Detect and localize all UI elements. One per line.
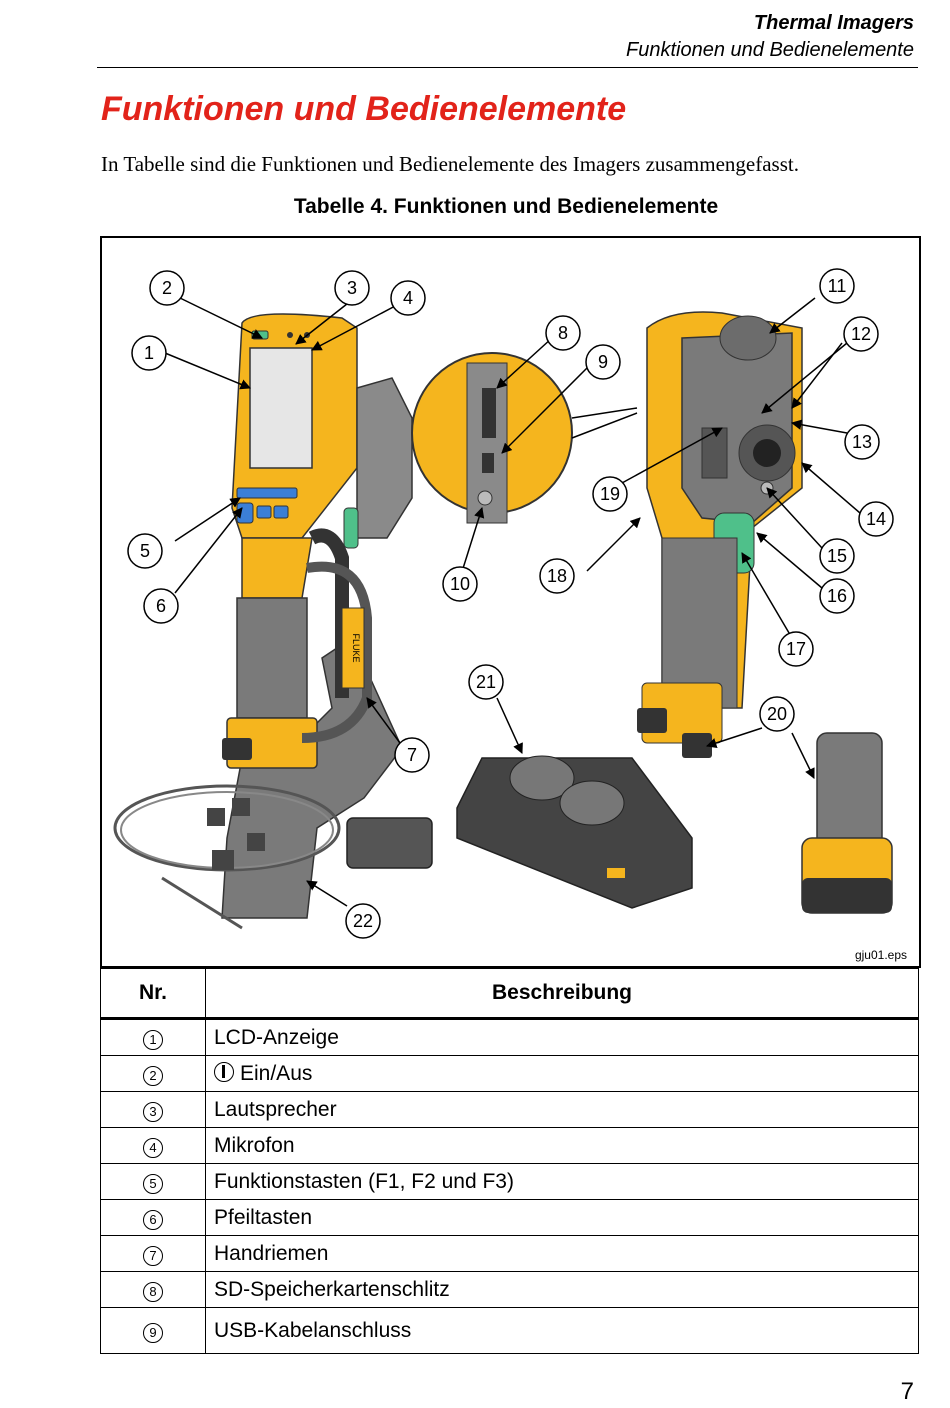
product-illustration: FLUKE <box>113 268 894 939</box>
table-row: 7 Handriemen <box>100 1235 919 1272</box>
table-row: 9 USB-Kabelanschluss <box>100 1307 919 1354</box>
callout-6: 6 <box>143 588 179 624</box>
svg-text:1: 1 <box>144 343 154 363</box>
item-description: Ein/Aus <box>240 1061 313 1085</box>
callout-8: 8 <box>545 315 581 351</box>
running-header-subtitle: Funktionen und Bedienelemente <box>626 39 914 61</box>
callout-18: 18 <box>539 558 575 594</box>
column-header-nr: Nr. <box>100 966 206 1020</box>
svg-text:22: 22 <box>353 911 373 931</box>
callout-19: 19 <box>592 476 628 512</box>
features-table: Nr. Beschreibung 1 LCD-Anzeige 2 Ein/Aus… <box>100 966 919 1354</box>
svg-text:17: 17 <box>786 639 806 659</box>
table-row: 6 Pfeiltasten <box>100 1199 919 1236</box>
callout-14: 14 <box>858 501 894 537</box>
item-number: 7 <box>143 1245 163 1266</box>
callout-7: 7 <box>394 737 430 773</box>
svg-text:2: 2 <box>162 278 172 298</box>
item-description: Lautsprecher <box>205 1091 919 1128</box>
power-adapter-illustration <box>113 784 433 930</box>
svg-text:10: 10 <box>450 574 470 594</box>
battery-illustration <box>801 732 893 914</box>
section-heading: Funktionen und Bedienelemente <box>101 90 627 128</box>
svg-text:20: 20 <box>767 704 787 724</box>
table-row: 1 LCD-Anzeige <box>100 1018 919 1056</box>
table-row: 5 Funktionstasten (F1, F2 und F3) <box>100 1163 919 1200</box>
callout-11: 11 <box>819 268 855 304</box>
product-figure: FLUKE <box>100 236 921 968</box>
callout-17: 17 <box>778 631 814 667</box>
svg-text:9: 9 <box>598 352 608 372</box>
table-row: 8 SD-Speicherkartenschlitz <box>100 1271 919 1308</box>
item-number: 9 <box>143 1322 163 1343</box>
side-detail-illustration <box>411 352 638 524</box>
callout-1: 1 <box>131 335 167 371</box>
svg-text:16: 16 <box>827 586 847 606</box>
svg-text:15: 15 <box>827 546 847 566</box>
intro-paragraph: In Tabelle sind die Funktionen und Bedie… <box>101 152 799 176</box>
callout-22: 22 <box>345 903 381 939</box>
svg-text:7: 7 <box>407 745 417 765</box>
item-number: 2 <box>143 1065 163 1086</box>
svg-text:21: 21 <box>476 672 496 692</box>
running-header-title: Thermal Imagers <box>753 12 914 34</box>
brand-text: FLUKE <box>351 633 361 662</box>
header-rule <box>97 67 918 68</box>
svg-text:13: 13 <box>852 432 872 452</box>
item-description: Handriemen <box>205 1235 919 1272</box>
callout-21: 21 <box>468 664 504 700</box>
svg-text:11: 11 <box>828 276 847 296</box>
page-number: 7 <box>900 1378 914 1405</box>
item-description: Pfeiltasten <box>205 1199 919 1236</box>
table-row: 4 Mikrofon <box>100 1127 919 1164</box>
callout-20: 20 <box>759 696 795 732</box>
svg-text:5: 5 <box>140 541 150 561</box>
table-caption: Tabelle 4. Funktionen und Bedienelemente <box>293 195 719 218</box>
callout-labels: 1 2 3 4 5 6 7 8 9 10 11 12 13 14 15 16 1… <box>127 268 894 939</box>
item-number: 3 <box>143 1101 163 1122</box>
callout-13: 13 <box>844 424 880 460</box>
callout-15: 15 <box>819 538 855 574</box>
table-row: 3 Lautsprecher <box>100 1091 919 1128</box>
table-row: 2 Ein/Aus <box>100 1055 919 1092</box>
callout-3: 3 <box>334 270 370 306</box>
item-description: SD-Speicherkartenschlitz <box>205 1271 919 1308</box>
svg-text:4: 4 <box>403 288 413 308</box>
column-header-description: Beschreibung <box>205 966 919 1020</box>
callout-16: 16 <box>819 578 855 614</box>
svg-text:19: 19 <box>600 484 620 504</box>
svg-text:18: 18 <box>547 566 567 586</box>
svg-text:8: 8 <box>558 323 568 343</box>
callout-10: 10 <box>442 566 478 602</box>
item-number: 5 <box>143 1173 163 1194</box>
svg-text:14: 14 <box>866 509 886 529</box>
callout-5: 5 <box>127 533 163 569</box>
figure-reference: gju01.eps <box>854 948 907 962</box>
item-number: 8 <box>143 1281 163 1302</box>
svg-text:12: 12 <box>851 324 871 344</box>
item-number: 1 <box>143 1029 163 1050</box>
table-header-row: Nr. Beschreibung <box>100 966 919 1020</box>
callout-4: 4 <box>390 280 426 316</box>
item-description: LCD-Anzeige <box>205 1018 919 1056</box>
charger-illustration <box>456 755 693 909</box>
item-description: Funktionstasten (F1, F2 und F3) <box>205 1163 919 1200</box>
svg-text:6: 6 <box>156 596 166 616</box>
item-description: Mikrofon <box>205 1127 919 1164</box>
callout-12: 12 <box>843 316 879 352</box>
callout-9: 9 <box>585 344 621 380</box>
svg-text:3: 3 <box>347 278 357 298</box>
power-icon <box>214 1061 234 1082</box>
item-description: USB-Kabelanschluss <box>205 1307 919 1354</box>
item-number: 6 <box>143 1209 163 1230</box>
item-number: 4 <box>143 1137 163 1158</box>
callout-arrows <box>164 297 861 907</box>
imager-rear-illustration <box>637 311 803 758</box>
callout-2: 2 <box>149 270 185 306</box>
imager-front-illustration: FLUKE <box>221 313 413 919</box>
